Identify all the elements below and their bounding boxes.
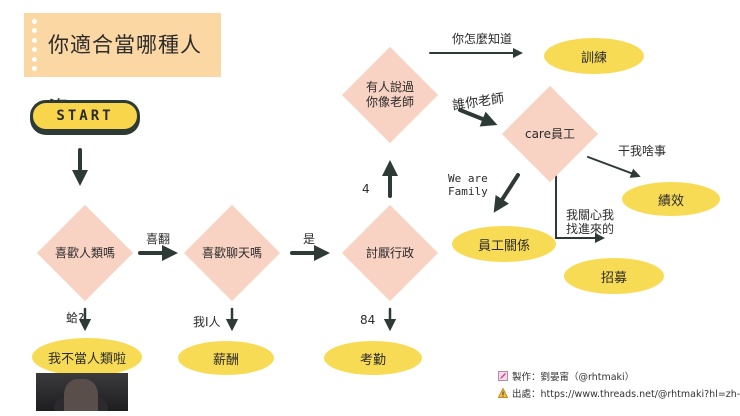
outcome-salary: 薪酬 (178, 341, 274, 375)
outcome-performance: 績效 (622, 182, 720, 216)
outcome-attendance: 考勤 (324, 341, 422, 375)
node-teacher: 有人說過 你像老師 (341, 46, 439, 144)
label-what-do: 干我啥事 (618, 144, 667, 158)
outcome-relations: 員工關係 (452, 226, 556, 262)
node-like-humans: 喜歡人類嗎 (36, 204, 134, 302)
arrow-care-recruiting (555, 175, 605, 243)
node-hate-admin: 討厭行政 (341, 204, 439, 302)
label-me-i: 我I人 (193, 315, 221, 329)
label-we-are-family: We are Family (448, 172, 488, 198)
credit-source: 出處：https://www.threads.net/@rhtmaki?hl=z… (498, 386, 740, 400)
node-care: care員工 (501, 85, 599, 183)
label-eighty-four: 84 (360, 313, 376, 327)
label-huh: 蛤? (66, 311, 85, 325)
label-care-me: 我關心我 找進來的 (566, 208, 615, 236)
label-how-know: 你怎麼知道 (452, 32, 513, 46)
warning-icon (498, 388, 508, 398)
meme-thumbnail (36, 373, 128, 411)
node-like-humans-label: 喜歡人類嗎 (54, 245, 115, 260)
credit-source-text: 出處：https://www.threads.net/@rhtmaki?hl=z… (512, 389, 740, 400)
outcome-not-human: 我不當人類啦 (32, 338, 142, 376)
credit-maker-text: 製作：劉晏甯（@rhtmaki） (512, 372, 635, 383)
node-like-chat: 喜歡聊天嗎 (183, 204, 281, 302)
node-teacher-label: 有人說過 你像老師 (365, 80, 414, 109)
outcome-recruiting: 招募 (564, 258, 664, 294)
arrow-teacher-care (458, 108, 498, 127)
arrow-care-relations (493, 173, 520, 213)
node-like-chat-label: 喜歡聊天嗎 (201, 245, 262, 260)
pencil-icon (498, 371, 508, 381)
label-four: 4 (362, 182, 370, 196)
node-hate-admin-label: 討厭行政 (365, 245, 414, 260)
binder-holes (32, 19, 37, 71)
credit-maker: 製作：劉晏甯（@rhtmaki） (498, 369, 634, 383)
node-care-label: care員工 (524, 126, 575, 141)
start-button: START (30, 100, 140, 132)
outcome-training: 訓練 (544, 38, 644, 74)
title-card: 你適合當哪種人資 (24, 13, 221, 121)
label-yes-flip: 喜翻 (146, 232, 171, 246)
arrow-what-do (587, 156, 641, 178)
label-yes: 是 (303, 232, 316, 246)
